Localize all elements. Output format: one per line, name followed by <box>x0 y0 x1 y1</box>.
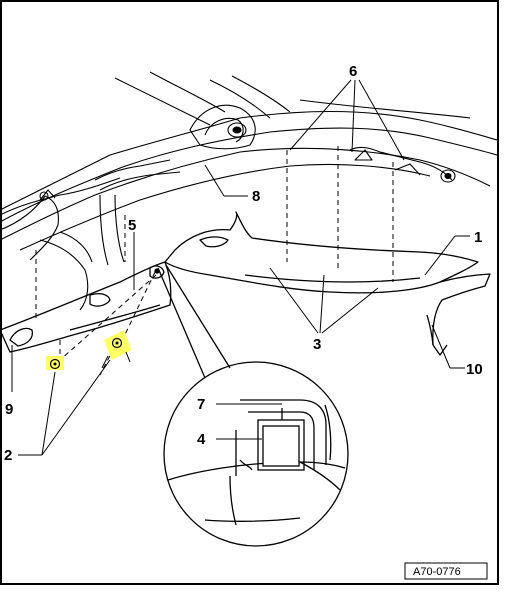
trim-panel-5 <box>0 261 172 353</box>
diagram-border <box>0 0 499 585</box>
callout-5: 5 <box>128 217 136 234</box>
roof-frame-structure <box>0 71 498 311</box>
callout-9: 9 <box>5 401 13 418</box>
figure-reference: A70-0776 <box>404 562 488 580</box>
callout-8: 8 <box>252 188 260 205</box>
trim-panel-1 <box>164 211 491 356</box>
leader-lines <box>11 79 470 456</box>
figure-reference-label: A70-0776 <box>413 566 461 578</box>
detail-magnifier <box>157 264 349 547</box>
callout-labels: 1 2 3 4 5 6 7 8 9 10 <box>4 63 483 464</box>
callout-1: 1 <box>474 229 482 246</box>
callout-10: 10 <box>466 361 483 378</box>
clip-highlight-left <box>46 356 64 370</box>
callout-4: 4 <box>197 431 206 448</box>
callout-2: 2 <box>4 447 12 464</box>
callout-6: 6 <box>349 63 357 80</box>
callout-7: 7 <box>197 396 205 413</box>
clip-highlight-right <box>101 330 132 369</box>
callout-3: 3 <box>313 336 321 353</box>
